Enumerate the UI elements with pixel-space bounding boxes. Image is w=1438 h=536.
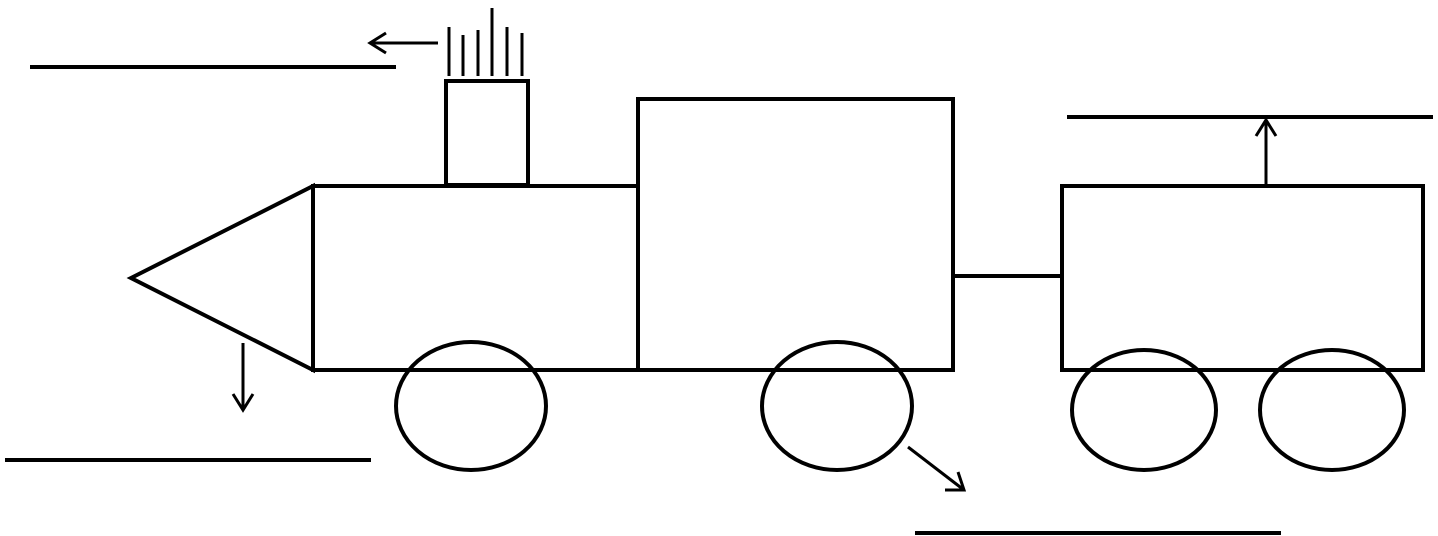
wheel-carriage-front — [1070, 348, 1218, 472]
wheel-engine-rear — [760, 340, 914, 472]
cab — [636, 97, 955, 372]
diagram-strokes — [5, 8, 1433, 535]
pointer-arrow-cowcatcher — [231, 343, 255, 413]
chimney — [444, 79, 530, 187]
pointer-arrow-smoke — [367, 31, 438, 55]
pointer-arrow-wheel — [907, 445, 967, 492]
cowcatcher — [126, 182, 315, 374]
carriage — [1060, 184, 1425, 372]
wheel-carriage-rear — [1258, 348, 1406, 472]
pointer-arrow-carriage — [1254, 117, 1278, 186]
wheel-engine-front — [394, 340, 548, 472]
smoke-lines — [447, 8, 524, 76]
